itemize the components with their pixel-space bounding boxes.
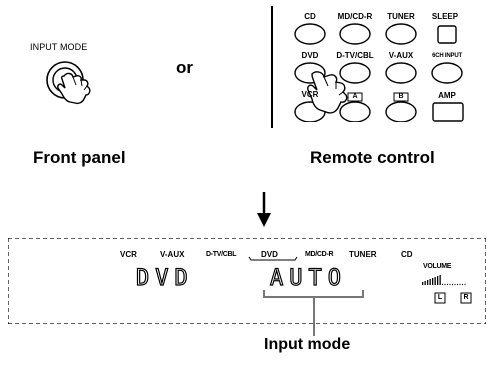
- front-display-panel: VCR V-AUX D-TV/CBL DVD MD/CD-R TUNER CD …: [8, 238, 486, 324]
- display-source-d-tv-cbl: D-TV/CBL: [206, 251, 237, 258]
- front-panel-caption: Front panel: [33, 148, 126, 167]
- hand-pressing-icon: [307, 71, 348, 114]
- right-channel-indicator: R: [463, 294, 469, 301]
- remote-key-label-a: A: [352, 93, 358, 100]
- remote-key-label-6ch-input: 6CH INPUT: [432, 53, 462, 59]
- remote-amp-button[interactable]: [432, 102, 464, 122]
- input-mode-callout: Input mode: [264, 336, 351, 353]
- remote-b-button[interactable]: [385, 101, 417, 122]
- front-panel-input-mode-button[interactable]: [40, 52, 120, 112]
- remote-key-label-md-cd-r: MD/CD-R: [337, 12, 373, 21]
- remote-key-label-d-tv-cbl: D-TV/CBL: [336, 51, 374, 60]
- remote-keypad: [294, 23, 464, 122]
- input-mode-label: INPUT MODE: [30, 42, 88, 52]
- display-source-dvd: DVD: [261, 250, 278, 259]
- display-source-tuner: TUNER: [349, 250, 377, 259]
- display-source-md-cd-r: MD/CD-R: [305, 251, 334, 258]
- remote-sleep-button[interactable]: [437, 25, 457, 44]
- remote-edge: [271, 6, 273, 128]
- display-main-source-text: DVD: [135, 265, 194, 291]
- remote-d-tv-cbl-button[interactable]: [339, 62, 371, 84]
- left-channel-indicator: L: [437, 294, 443, 301]
- remote-md-cd-r-button[interactable]: [339, 23, 371, 45]
- remote-6ch-input-button[interactable]: [431, 62, 463, 84]
- remote-key-label-tuner: TUNER: [387, 12, 415, 21]
- remote-key-label-cd: CD: [304, 12, 316, 21]
- remote-key-label-sleep: SLEEP: [431, 12, 459, 21]
- remote-key-label-b: B: [398, 93, 404, 100]
- display-source-vcr: VCR: [120, 250, 137, 259]
- remote-control-caption: Remote control: [310, 148, 435, 167]
- callout-line: [313, 324, 315, 336]
- volume-label: VOLUME: [423, 263, 452, 270]
- remote-cd-button[interactable]: [294, 23, 326, 45]
- remote-key-label-amp: AMP: [438, 91, 456, 100]
- down-arrow-icon: [257, 192, 271, 227]
- hand-pressing-icon: [57, 72, 91, 105]
- volume-bargraph: [422, 275, 466, 286]
- display-source-v-aux: V-AUX: [160, 250, 185, 259]
- or-text: or: [176, 58, 193, 77]
- display-source-cd: CD: [401, 250, 413, 259]
- remote-key-label-vcr: VCR: [301, 90, 319, 99]
- remote-key-label-v-aux: V-AUX: [388, 51, 414, 60]
- remote-key-label-dvd: DVD: [301, 51, 319, 60]
- display-input-mode-text: AUTO: [269, 265, 347, 291]
- remote-v-aux-button[interactable]: [385, 62, 417, 84]
- remote-tuner-button[interactable]: [385, 23, 417, 45]
- remote-a-button[interactable]: [339, 101, 371, 122]
